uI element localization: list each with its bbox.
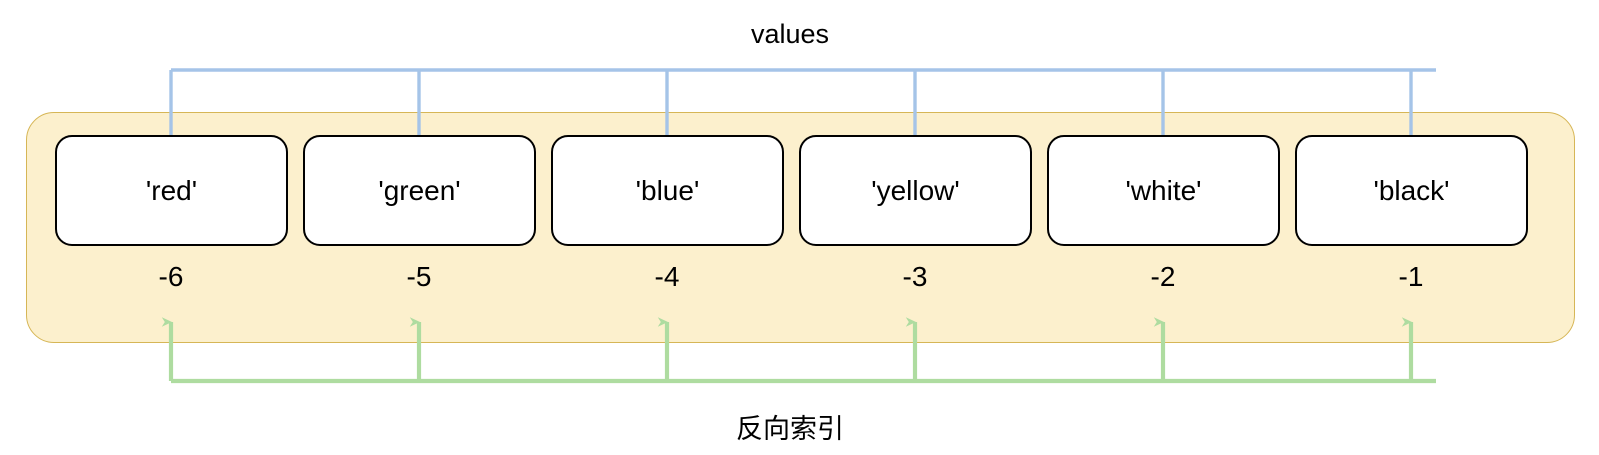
negative-index-label: -6 xyxy=(158,261,184,292)
negative-index-label: -3 xyxy=(902,261,928,292)
cell-value: 'red' xyxy=(145,174,198,206)
cell-value: 'yellow' xyxy=(871,174,960,206)
sequence-cell[interactable]: 'red' xyxy=(55,135,288,246)
cell-value: 'black' xyxy=(1373,174,1450,206)
sequence-cell[interactable]: 'blue' xyxy=(551,135,784,246)
sequence-cell[interactable]: 'yellow' xyxy=(799,135,1032,246)
negative-index-label: -2 xyxy=(1150,261,1176,292)
sequence-cell[interactable]: 'green' xyxy=(303,135,536,246)
cell-value: 'white' xyxy=(1125,174,1202,206)
negative-index-label: -5 xyxy=(406,261,432,292)
cell-value: 'green' xyxy=(378,174,461,206)
reverse-index-label: 反向索引 xyxy=(736,414,844,444)
negative-index-label: -1 xyxy=(1398,261,1424,292)
cell-value: 'blue' xyxy=(635,174,700,206)
values-label: values xyxy=(750,19,830,49)
negative-index-label: -4 xyxy=(654,261,680,292)
sequence-cell[interactable]: 'white' xyxy=(1047,135,1280,246)
sequence-cell[interactable]: 'black' xyxy=(1295,135,1528,246)
